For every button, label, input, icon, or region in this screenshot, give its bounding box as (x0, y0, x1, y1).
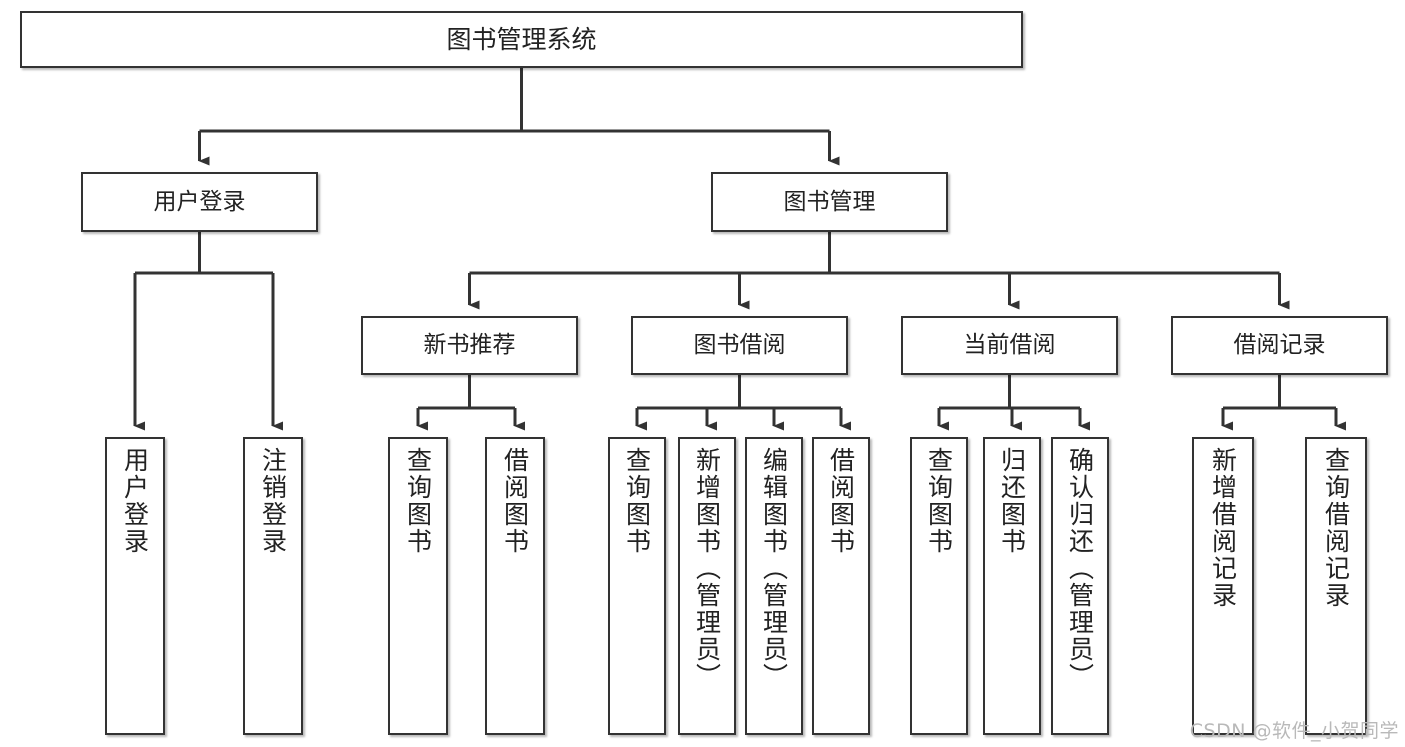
node-new-book-rec-label: 新书推荐 (423, 332, 516, 359)
node-leaf-query-book-2[interactable]: 查询图书 (608, 437, 666, 735)
node-leaf-query-book-1-label: 查询图书 (403, 447, 433, 555)
node-leaf-user-login[interactable]: 用户登录 (105, 437, 165, 735)
node-book-borrow[interactable]: 图书借阅 (631, 316, 848, 375)
node-leaf-query-book-3[interactable]: 查询图书 (910, 437, 968, 735)
node-leaf-borrow-book-2-label: 借阅图书 (826, 447, 856, 555)
node-book-manage[interactable]: 图书管理 (711, 172, 948, 232)
node-leaf-edit-book-label: 编辑图书（管理员） (759, 447, 789, 690)
node-leaf-confirm-return[interactable]: 确认归还（管理员） (1051, 437, 1109, 735)
node-leaf-query-record-label: 查询借阅记录 (1321, 447, 1351, 609)
node-root-label: 图书管理系统 (446, 25, 597, 54)
node-current-borrow[interactable]: 当前借阅 (901, 316, 1118, 375)
node-leaf-add-book[interactable]: 新增图书（管理员） (678, 437, 736, 735)
node-leaf-user-login-label: 用户登录 (120, 447, 150, 555)
node-user-login[interactable]: 用户登录 (81, 172, 318, 232)
node-new-book-rec[interactable]: 新书推荐 (361, 316, 578, 375)
node-book-manage-label: 图书管理 (783, 188, 876, 215)
node-leaf-return-book[interactable]: 归还图书 (983, 437, 1041, 735)
node-leaf-user-logout-label: 注销登录 (258, 447, 288, 555)
node-user-login-label: 用户登录 (153, 188, 246, 215)
node-leaf-edit-book[interactable]: 编辑图书（管理员） (745, 437, 803, 735)
node-leaf-add-record[interactable]: 新增借阅记录 (1192, 437, 1254, 735)
node-root[interactable]: 图书管理系统 (20, 11, 1023, 68)
node-book-borrow-label: 图书借阅 (693, 332, 786, 359)
node-leaf-add-record-label: 新增借阅记录 (1208, 447, 1238, 609)
node-borrow-record[interactable]: 借阅记录 (1171, 316, 1388, 375)
node-leaf-borrow-book-1-label: 借阅图书 (500, 447, 530, 555)
node-leaf-query-book-2-label: 查询图书 (622, 447, 652, 555)
node-leaf-add-book-label: 新增图书（管理员） (692, 447, 722, 690)
node-leaf-query-book-3-label: 查询图书 (924, 447, 954, 555)
node-leaf-confirm-return-label: 确认归还（管理员） (1065, 447, 1095, 690)
node-leaf-return-book-label: 归还图书 (997, 447, 1027, 555)
node-leaf-borrow-book-2[interactable]: 借阅图书 (812, 437, 870, 735)
node-leaf-borrow-book-1[interactable]: 借阅图书 (485, 437, 545, 735)
node-leaf-user-logout[interactable]: 注销登录 (243, 437, 303, 735)
node-leaf-query-book-1[interactable]: 查询图书 (388, 437, 448, 735)
csdn-watermark: CSDN @软件_小贺同学 (1189, 720, 1399, 742)
node-leaf-query-record[interactable]: 查询借阅记录 (1305, 437, 1367, 735)
node-current-borrow-label: 当前借阅 (963, 332, 1056, 359)
node-borrow-record-label: 借阅记录 (1233, 332, 1326, 359)
